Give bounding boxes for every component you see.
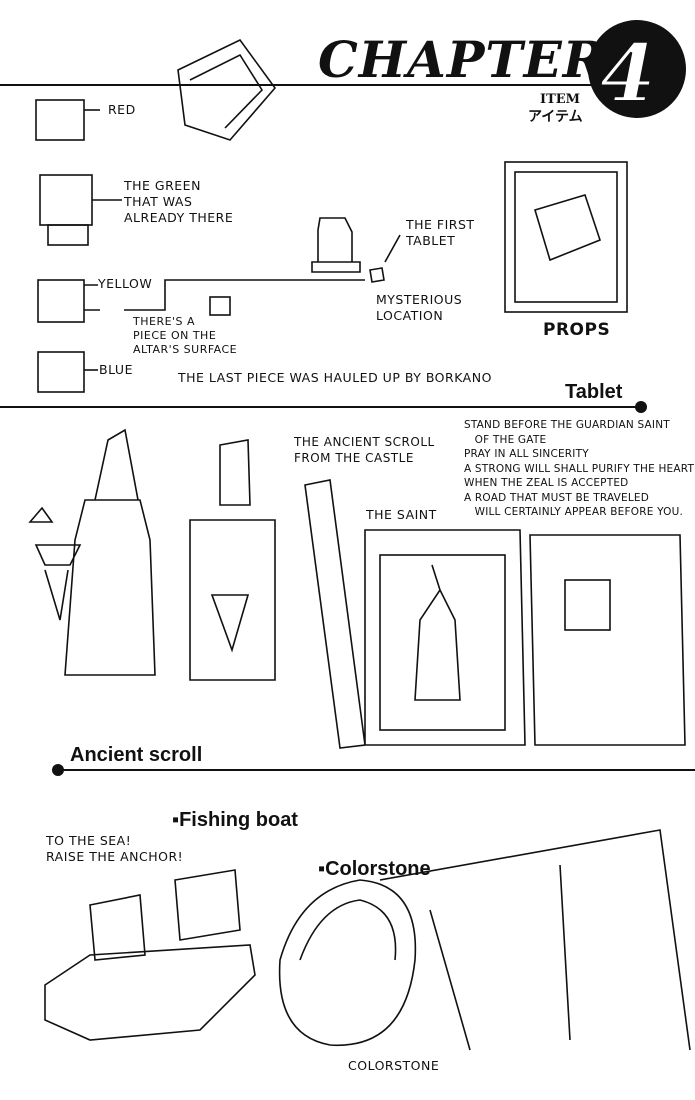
section-tablet: Tablet	[565, 381, 623, 403]
colorstone-text: Colorstone	[325, 858, 431, 880]
fishing-boat-text: Fishing boat	[179, 809, 298, 831]
heading-colorstone: ▪Colorstone	[318, 858, 431, 880]
yellow-tablet-sketch	[37, 279, 365, 323]
label-first-tablet: THE FIRST TABLET	[406, 217, 475, 248]
red-tablet-sketch	[35, 99, 100, 141]
header-rule	[0, 84, 600, 86]
chapter-number: 4	[599, 26, 657, 120]
tablet-rule	[0, 406, 640, 408]
props-title: PROPS	[543, 320, 611, 340]
label-mysterious-location: MYSTERIOUS LOCATION	[376, 292, 463, 323]
altar-drawing	[177, 38, 277, 141]
label-blue: BLUE	[99, 362, 133, 377]
label-altar-piece: THERE'S A PIECE ON THE ALTAR'S SURFACE	[133, 315, 238, 356]
label-green: THE GREEN THAT WAS ALREADY THERE	[124, 178, 234, 225]
boat-quote: TO THE SEA! RAISE THE ANCHOR!	[46, 833, 184, 864]
fishing-boat-sketch	[44, 869, 256, 1041]
saint-figure-right	[189, 439, 276, 681]
chapter-title: CHAPTER	[318, 30, 606, 89]
book-sketch	[304, 479, 686, 749]
green-tablet-sketch	[39, 174, 122, 246]
scroll-rule	[58, 769, 695, 771]
saint-figure-left	[28, 428, 156, 676]
colorstone-sketch	[278, 829, 691, 1051]
item-label-en: ITEM	[540, 92, 581, 107]
blue-tablet-sketch	[37, 351, 98, 393]
chapter-number-badge	[588, 20, 686, 118]
first-tablet-sketch	[311, 217, 401, 283]
label-last-piece: THE LAST PIECE WAS HAULED UP BY BORKANO	[178, 370, 492, 385]
props-frame-sketch	[504, 161, 628, 313]
colorstone-caption: COLORSTONE	[348, 1058, 440, 1073]
label-red: RED	[108, 102, 136, 117]
section-ancient-scroll: Ancient scroll	[70, 744, 203, 766]
item-label-jp: アイテム	[528, 109, 583, 125]
label-yellow: YELLOW	[98, 276, 153, 291]
label-ancient-scroll: THE ANCIENT SCROLL FROM THE CASTLE	[294, 435, 435, 465]
tablet-rule-dot	[635, 401, 647, 413]
heading-fishing-boat: ▪Fishing boat	[172, 809, 298, 831]
scroll-inscription: STAND BEFORE THE GUARDIAN SAINT OF THE G…	[464, 419, 695, 518]
label-the-saint: THE SAINT	[366, 507, 437, 522]
